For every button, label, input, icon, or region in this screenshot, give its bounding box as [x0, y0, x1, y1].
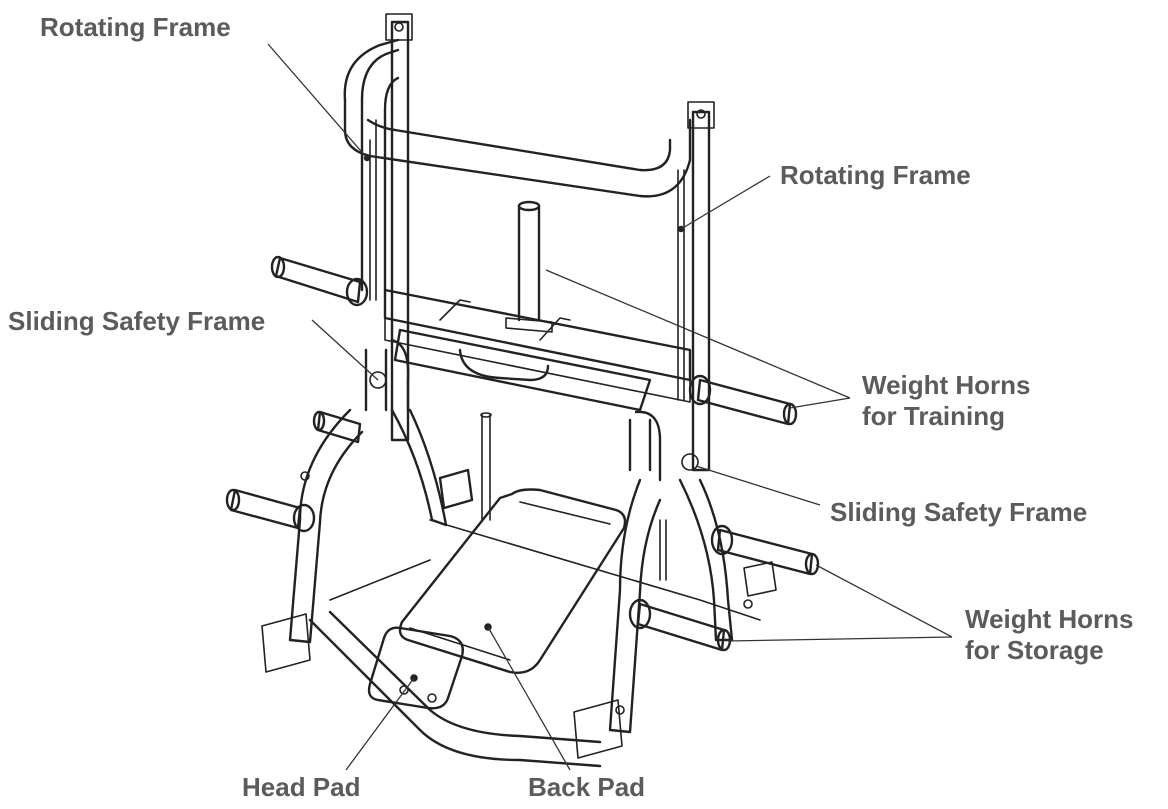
label-rotating-frame-right: Rotating Frame	[780, 160, 971, 190]
label-back-pad: Back Pad	[528, 772, 646, 802]
sliding-safety-handles	[364, 338, 699, 482]
leader-head-pad	[345, 677, 415, 771]
leader-sliding-safety-left	[311, 319, 379, 381]
label-weight-horns-training-line2: for Training	[862, 401, 1005, 431]
label-sliding-safety-frame-right: Sliding Safety Frame	[830, 497, 1088, 527]
leader-training-2	[789, 397, 851, 409]
machine-line-art	[225, 13, 820, 768]
rotating-frame	[343, 38, 692, 292]
training-horn-left	[270, 255, 369, 307]
label-weight-horns-training: Weight Horns for Training	[862, 370, 1031, 432]
base-left-leg	[261, 408, 448, 673]
bolt-details	[300, 154, 753, 715]
base-frame	[308, 412, 761, 768]
label-head-pad: Head Pad	[242, 772, 361, 802]
leader-storage-2	[727, 636, 953, 642]
sliding-carriage	[383, 288, 692, 412]
leader-back-pad	[487, 626, 571, 771]
leader-rotating-frame-top	[267, 43, 368, 159]
label-weight-horns-storage-line2: for Storage	[965, 635, 1104, 665]
leader-storage-1	[815, 564, 953, 638]
label-sliding-safety-frame-left: Sliding Safety Frame	[8, 306, 266, 336]
leader-rotating-frame-right	[680, 175, 771, 230]
right-upright	[677, 101, 715, 472]
leader-training-1	[545, 269, 851, 399]
label-weight-horns-training-line1: Weight Horns	[862, 370, 1031, 400]
left-upright	[369, 13, 413, 442]
label-weight-horns-storage: Weight Horns for Storage	[965, 604, 1134, 666]
base-right-leg	[573, 478, 777, 759]
label-weight-horns-storage-line1: Weight Horns	[965, 604, 1134, 634]
leader-lines	[267, 43, 953, 771]
leader-sliding-safety-right	[695, 465, 821, 506]
label-rotating-frame-top: Rotating Frame	[40, 12, 231, 42]
storage-horns	[225, 410, 820, 652]
training-horn-right	[688, 374, 798, 426]
back-pad	[398, 488, 627, 674]
center-weight-post	[505, 200, 553, 333]
